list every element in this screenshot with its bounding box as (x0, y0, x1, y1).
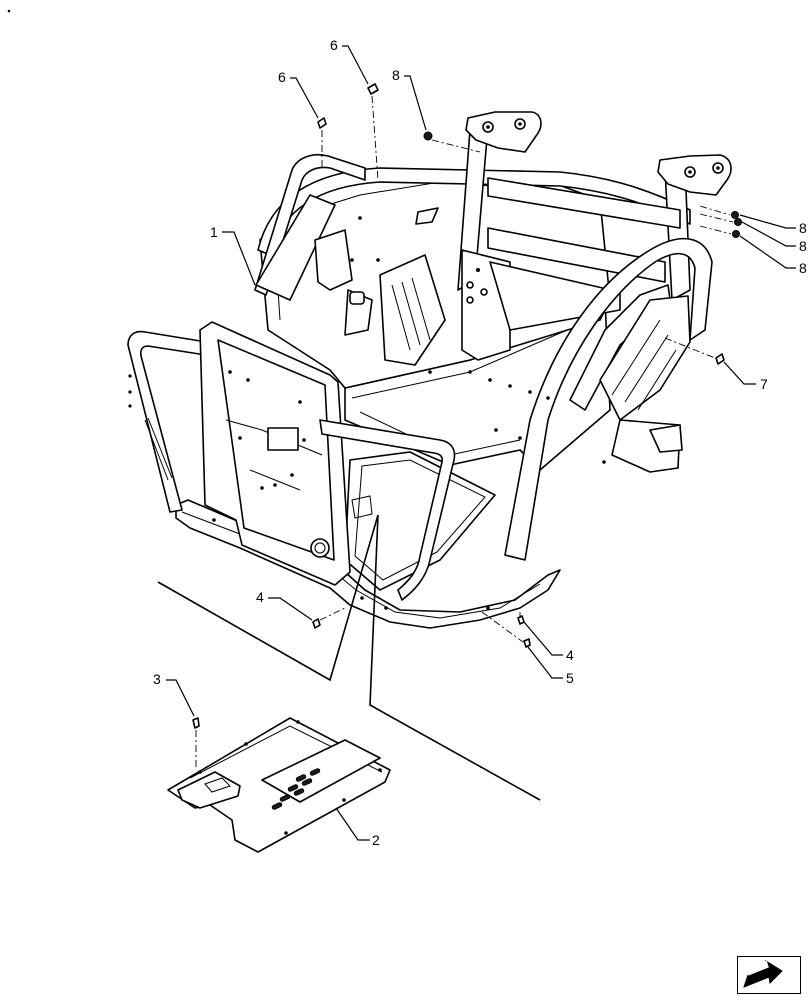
console-fastener-holes (228, 370, 306, 490)
callout-8-right-c: 8 (799, 260, 807, 276)
callout-2: 2 (372, 832, 380, 848)
callout-5: 5 (566, 670, 574, 686)
floor-fastener-holes (128, 216, 606, 610)
arrow-glyph (743, 959, 783, 988)
callout-4-right: 4 (566, 647, 574, 663)
callout-4-left: 4 (256, 589, 264, 605)
corner-mark (7, 9, 11, 13)
callout-8-top: 8 (392, 67, 400, 83)
callout-8-right-a: 8 (799, 220, 807, 236)
floor-plate-slot-pattern (271, 768, 321, 810)
assembly-center-lines (195, 95, 734, 770)
next-page-arrow-icon[interactable] (737, 956, 801, 994)
floor-plate-part (167, 717, 391, 853)
callout-1: 1 (210, 224, 218, 240)
callout-3: 3 (153, 671, 161, 687)
callout-6-left: 6 (278, 69, 286, 85)
callout-8-right-b: 8 (799, 238, 807, 254)
section-guide-lines (157, 514, 541, 801)
callout-6-right: 6 (330, 37, 338, 53)
cab-frame-assembly (127, 111, 732, 629)
callout-7: 7 (760, 376, 768, 392)
callout-leader-lines (166, 45, 796, 841)
callout-labels: 1 2 3 4 4 5 6 6 7 8 8 8 8 (153, 37, 807, 848)
fastener-parts (192, 83, 742, 729)
